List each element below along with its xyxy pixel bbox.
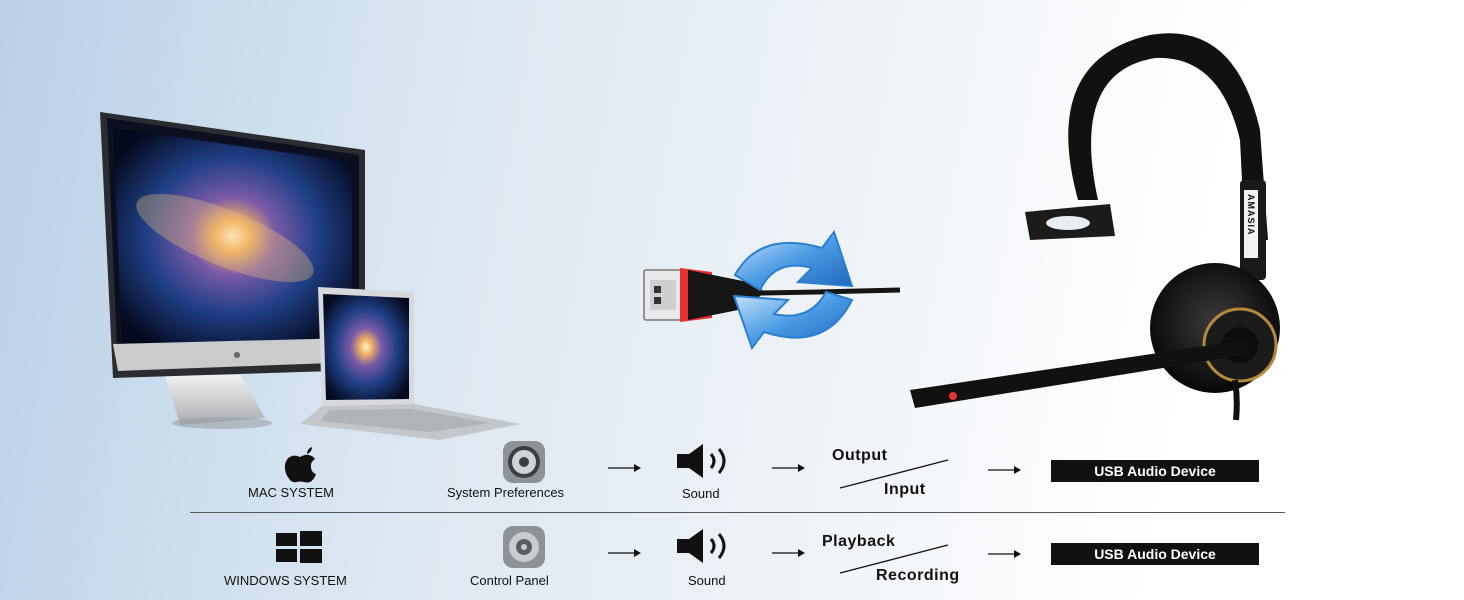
headset-image <box>910 33 1280 421</box>
desktop-monitor-image <box>100 112 365 429</box>
laptop-image <box>300 287 520 440</box>
speaker-icon <box>677 529 726 563</box>
windows-system-label: WINDOWS SYSTEM <box>224 573 347 588</box>
speaker-icon <box>677 444 726 478</box>
windows-icon <box>276 531 322 563</box>
control-panel-label: Control Panel <box>470 573 549 588</box>
arrow-icon <box>988 466 1021 474</box>
usb-plug-icon <box>643 268 901 322</box>
system-preferences-label: System Preferences <box>447 485 565 500</box>
recording-label: Recording <box>876 567 960 584</box>
slash-divider <box>839 544 949 574</box>
arrow-icon <box>608 464 641 472</box>
arrow-icon <box>608 549 641 557</box>
mac-system-label: MAC SYSTEM <box>248 485 334 500</box>
arrow-icon <box>772 464 805 472</box>
system-preferences-gear-icon <box>503 441 545 483</box>
arrow-icon <box>988 550 1021 558</box>
control-panel-gear-icon <box>503 526 545 568</box>
input-label: Input <box>884 481 926 498</box>
row-divider <box>190 512 1285 513</box>
apple-icon <box>284 447 316 483</box>
output-label: Output <box>832 447 888 464</box>
usb-audio-device-label: USB Audio Device <box>1051 543 1259 565</box>
sound-label: Sound <box>682 486 720 501</box>
brand-text: AMASIA <box>1246 194 1256 236</box>
usb-audio-device-label: USB Audio Device <box>1051 460 1259 482</box>
brand-label: AMASIA <box>1244 192 1258 258</box>
slash-divider <box>839 459 949 489</box>
sound-label: Sound <box>688 573 726 588</box>
arrow-icon <box>772 549 805 557</box>
sync-arrows-icon <box>732 229 854 351</box>
playback-label: Playback <box>822 533 896 550</box>
